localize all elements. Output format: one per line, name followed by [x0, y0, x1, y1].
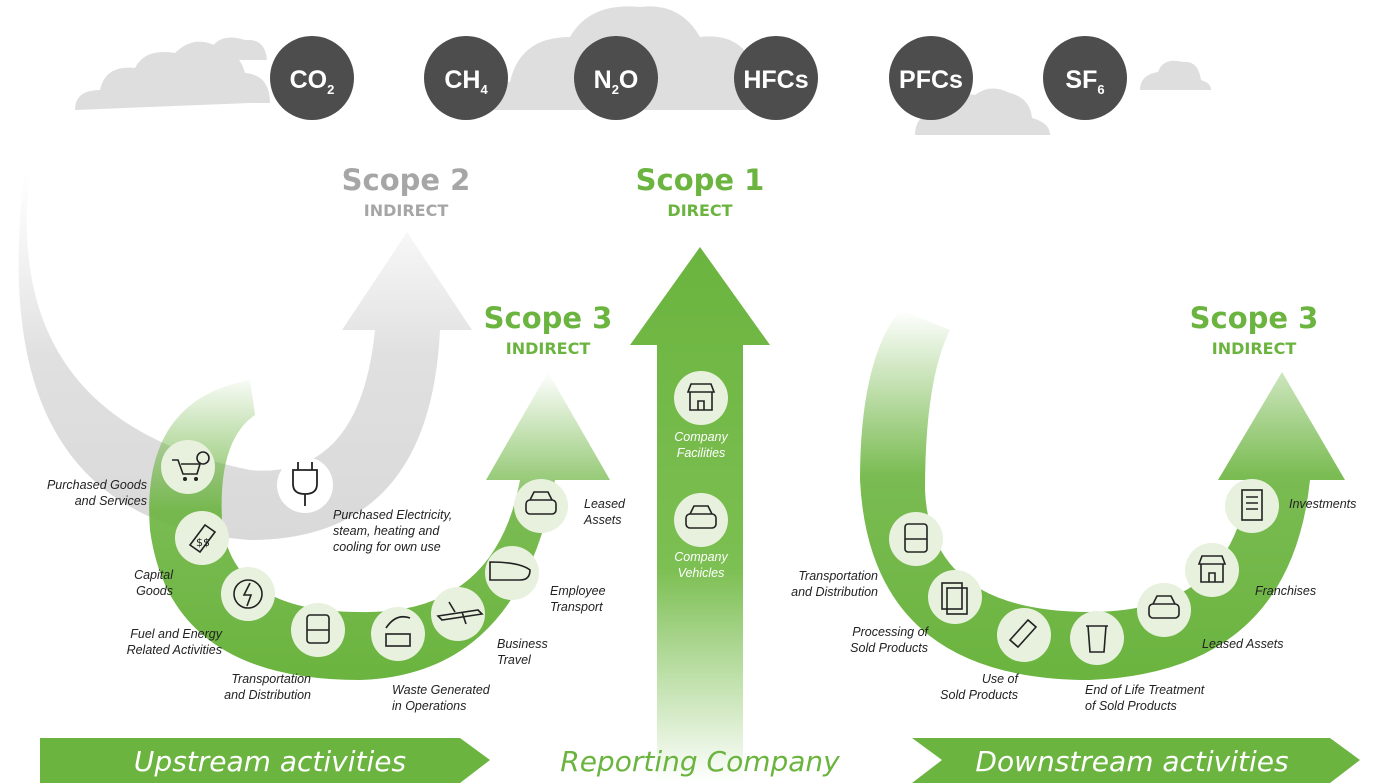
downstream-icons [889, 479, 1279, 665]
scope3-upstream-title: Scope 3 [484, 301, 613, 335]
gas-label: SF6 [1065, 66, 1104, 97]
gas-list: CO2 CH4 N2O HFCs PFCs SF6 [270, 36, 1127, 120]
price-tag-icon: $$ [175, 511, 229, 565]
gas-label: CO2 [290, 66, 335, 97]
scope1-subtitle: DIRECT [667, 201, 732, 220]
gas-label: HFCs [743, 66, 808, 94]
label-purchased-electricity: Purchased Electricity,steam, heating and… [333, 508, 452, 554]
cloud-left2-icon [185, 37, 267, 65]
airplane-icon [431, 587, 485, 641]
franchise-store-icon [1185, 543, 1239, 597]
waste-hand-icon [371, 607, 425, 661]
scope2-subtitle: INDIRECT [364, 201, 449, 220]
gas-badge: N2O [574, 36, 658, 120]
investments-building-icon [1225, 479, 1279, 533]
upstream-banner-label: Upstream activities [134, 745, 406, 778]
cloud-right2-icon [1140, 60, 1211, 90]
reporting-company-label: Reporting Company [560, 745, 840, 778]
gas-badge: CO2 [270, 36, 354, 120]
downstream-banner: Downstream activities [912, 738, 1360, 783]
scope2-title: Scope 2 [342, 163, 471, 197]
label-franchises: Franchises [1255, 584, 1316, 598]
scope3-downstream-subtitle: INDIRECT [1212, 339, 1297, 358]
gas-badge: SF6 [1043, 36, 1127, 120]
gas-badge: PFCs [889, 36, 973, 120]
plug-icon [277, 457, 333, 513]
upstream-banner: Upstream activities [40, 738, 490, 783]
scope3-downstream-title: Scope 3 [1190, 301, 1319, 335]
gas-badge: HFCs [734, 36, 818, 120]
cart-icon [161, 440, 215, 494]
company-car-icon [674, 493, 728, 547]
scope3-upstream-subtitle: INDIRECT [506, 339, 591, 358]
gas-badge: CH4 [424, 36, 508, 120]
label-investments: Investments [1289, 497, 1356, 511]
gas-label: CH4 [444, 66, 488, 97]
gas-label: PFCs [899, 66, 963, 94]
downstream-bus-icon [889, 512, 943, 566]
leased-car-icon [514, 479, 568, 533]
documents-icon [928, 570, 982, 624]
recycle-bin-icon [1070, 611, 1124, 665]
gas-label: N2O [594, 66, 639, 97]
ticket-icon [997, 608, 1051, 662]
svg-text:$$: $$ [196, 536, 210, 549]
bus-icon [291, 603, 345, 657]
downstream-banner-label: Downstream activities [975, 745, 1288, 778]
train-icon [485, 546, 539, 600]
upstream-icons: $$ [161, 440, 568, 661]
energy-cycle-icon [221, 567, 275, 621]
downstream-leased-car-icon [1137, 583, 1191, 637]
store-icon [674, 371, 728, 425]
scope2-arrow [18, 170, 473, 540]
scope1-icons [674, 371, 728, 547]
scope1-title: Scope 1 [636, 163, 765, 197]
label-downstream-leased-assets: Leased Assets [1202, 637, 1284, 651]
